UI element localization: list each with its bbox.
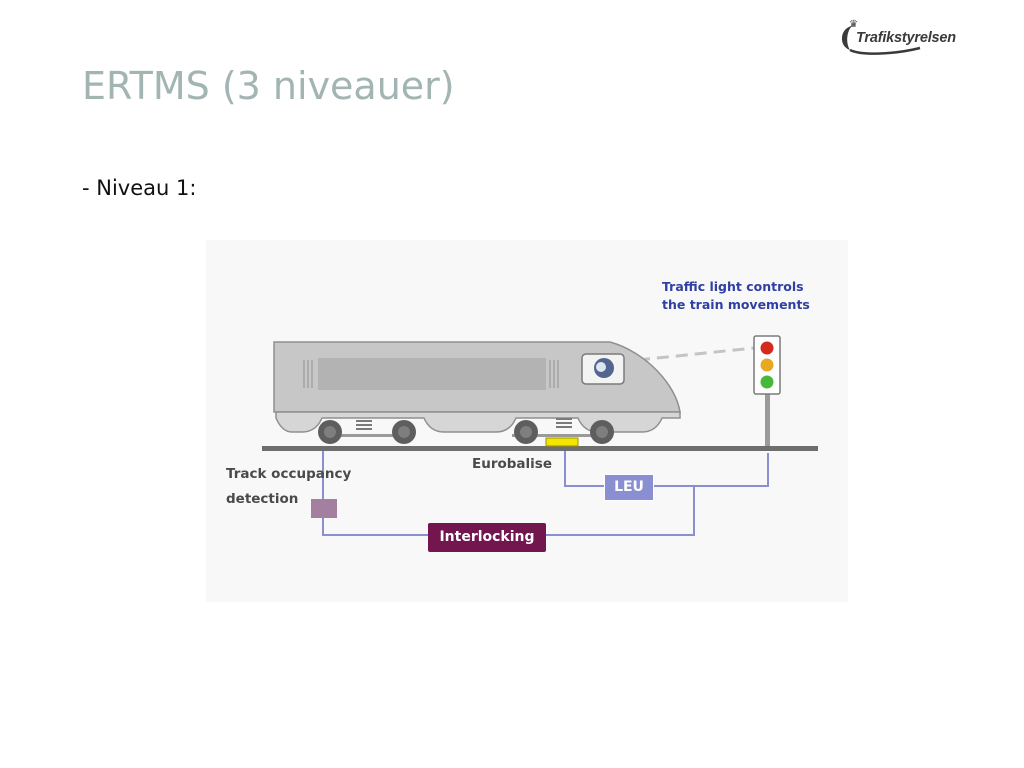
track-occupancy-line1: Track occupancy — [226, 466, 352, 482]
crown-icon: ♛ — [849, 19, 858, 30]
train-window-band — [318, 358, 546, 390]
traffic-light-note-line1: Traffic light controls — [662, 279, 804, 294]
track-occupancy-detector — [311, 499, 337, 518]
signal-green-lamp — [760, 375, 774, 389]
diagram-drawing — [262, 335, 818, 536]
train — [273, 341, 681, 444]
traffic-light-note-line2: the train movements — [662, 297, 810, 313]
ertms-level-1-diagram: Traffic light controls the train movemen… — [206, 240, 848, 602]
logo-text: Trafikstyrelsen — [856, 30, 956, 46]
signal-red-lamp — [760, 341, 774, 355]
page-title: ERTMS (3 niveauer) — [82, 64, 455, 108]
eurobalise-transponder — [545, 437, 579, 447]
eurobalise-label: Eurobalise — [472, 456, 552, 472]
bullet-level-1: - Niveau 1: — [82, 176, 197, 200]
leu-box: LEU — [604, 474, 654, 501]
connection-lines — [322, 451, 769, 536]
traffic-light-note: Traffic light controls the train movemen… — [662, 278, 810, 314]
signal-pole — [765, 390, 770, 448]
sight-line — [637, 346, 755, 362]
track-occupancy-label: Track occupancy detection — [226, 462, 351, 512]
traffic-light — [753, 335, 781, 395]
trafikstyrelsen-logo: ♛ Trafikstyrelsen — [836, 18, 976, 62]
track-rail — [262, 446, 818, 451]
logo-swoosh-icon — [841, 26, 921, 55]
track-occupancy-line2: detection — [226, 490, 299, 507]
signal-amber-lamp — [760, 358, 774, 372]
interlocking-box: Interlocking — [428, 523, 546, 552]
